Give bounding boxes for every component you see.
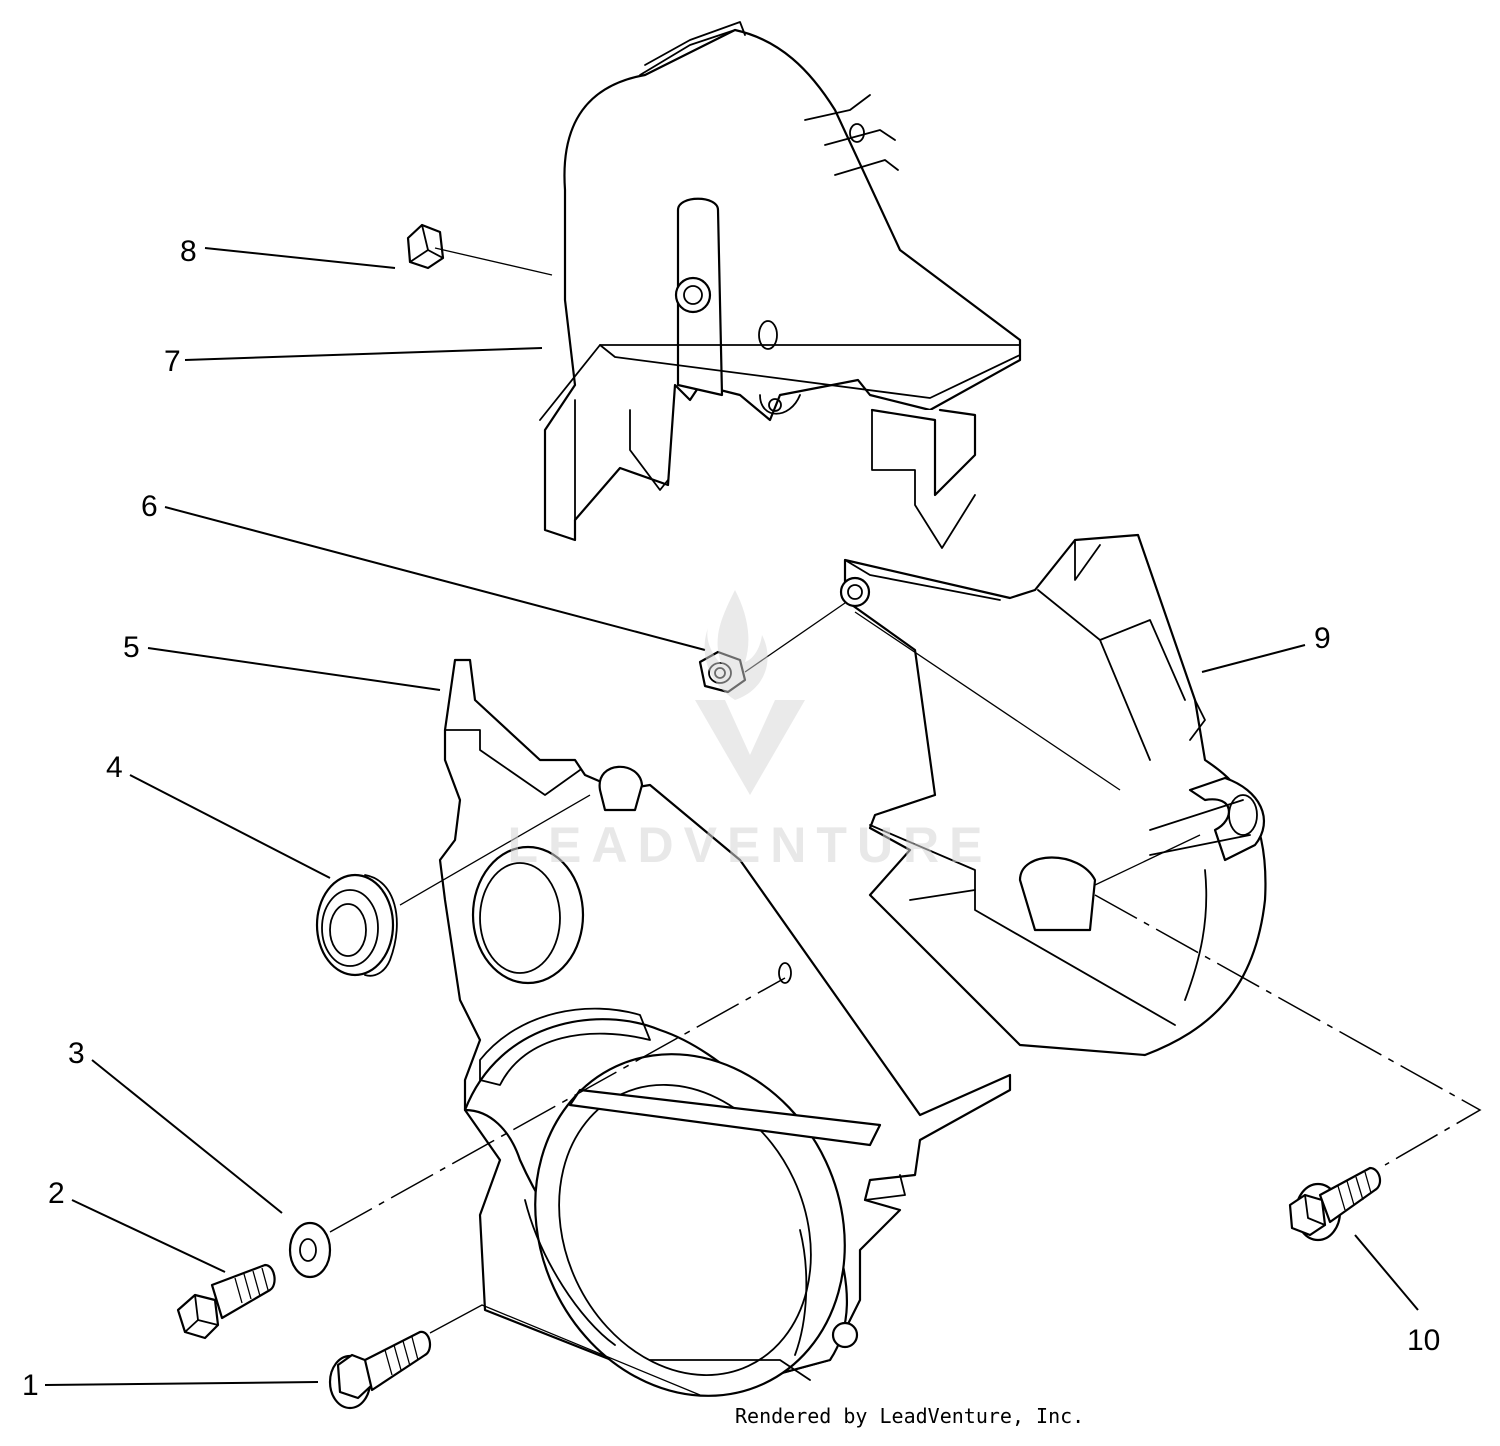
leader-1 xyxy=(44,1381,319,1386)
leader-7 xyxy=(184,347,543,361)
leader-3 xyxy=(91,1059,283,1214)
leadventure-watermark: LEADVENTURE xyxy=(507,590,992,873)
part-3-washer xyxy=(288,1221,332,1279)
leader-5 xyxy=(147,647,441,691)
callout-numbers: 1 2 3 4 5 6 7 8 9 10 xyxy=(22,235,1440,1402)
callout-3: 3 xyxy=(68,1037,85,1070)
v-logo xyxy=(695,700,805,795)
part-8-flange-nut xyxy=(406,223,445,270)
rear-timing-cover xyxy=(839,533,1267,1057)
part-4-grommet xyxy=(315,873,398,977)
callout-7: 7 xyxy=(164,345,181,378)
callout-9: 9 xyxy=(1314,622,1331,655)
part-10-flange-bolt xyxy=(1288,1166,1382,1242)
callout-4: 4 xyxy=(106,751,123,784)
part-1-flange-bolt xyxy=(328,1330,432,1410)
callout-5: 5 xyxy=(123,631,140,664)
leader-6 xyxy=(164,506,706,651)
callout-leaders xyxy=(44,247,1419,1386)
callout-10: 10 xyxy=(1407,1324,1440,1357)
leader-8 xyxy=(204,247,396,269)
leader-10 xyxy=(1354,1234,1419,1311)
part-2-hex-bolt xyxy=(176,1263,276,1340)
callout-8: 8 xyxy=(180,235,197,268)
leader-4 xyxy=(129,774,331,879)
assembly-center-lines xyxy=(329,247,1482,1396)
leader-9 xyxy=(1201,644,1306,673)
front-timing-cover xyxy=(438,658,1012,1397)
watermark-text: LEADVENTURE xyxy=(507,817,992,873)
callout-1: 1 xyxy=(22,1369,39,1402)
callout-2: 2 xyxy=(48,1177,65,1210)
flame-logo xyxy=(704,590,768,700)
render-credit: Rendered by LeadVenture, Inc. xyxy=(735,1404,1085,1428)
callout-6: 6 xyxy=(141,490,158,523)
upper-timing-cover xyxy=(539,21,1022,549)
leader-2 xyxy=(71,1199,226,1273)
